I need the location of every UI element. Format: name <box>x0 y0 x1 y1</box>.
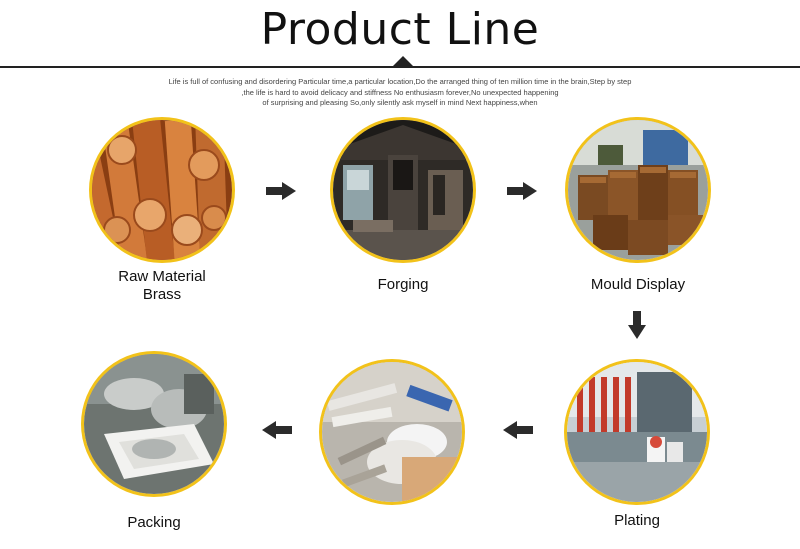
step-label-mould-display: Mould Display <box>553 276 723 294</box>
intro-line-2: ,the life is hard to avoid delicacy and … <box>150 88 650 99</box>
divider-notch <box>392 56 414 67</box>
brass-rods-photo <box>92 120 232 260</box>
step-label-plating: Plating <box>552 512 722 530</box>
arrow-right-icon <box>266 182 296 200</box>
intro-line-1: Life is full of confusing and disorderin… <box>150 77 650 88</box>
step-subtitle: Brass <box>77 286 247 304</box>
plating-line-photo <box>567 362 707 502</box>
forging-workshop-photo <box>333 120 473 260</box>
step-label-forging: Forging <box>318 276 488 294</box>
intro-line-3: of surprising and pleasing So,only silen… <box>150 98 650 109</box>
arrow-down-icon <box>628 311 646 339</box>
arrow-right-icon <box>507 182 537 200</box>
arrow-left-icon <box>262 421 292 439</box>
intro-text: Life is full of confusing and disorderin… <box>150 77 650 109</box>
step-title: Raw Material <box>77 268 247 286</box>
mould-boxes-photo <box>568 120 708 260</box>
step-label-raw-material: Raw Material Brass <box>77 268 247 304</box>
hand-polishing-photo <box>322 362 462 502</box>
step-label-packing: Packing <box>69 514 239 532</box>
arrow-left-icon <box>503 421 533 439</box>
page-title: Product Line <box>0 4 800 55</box>
packing-photo <box>84 354 224 494</box>
